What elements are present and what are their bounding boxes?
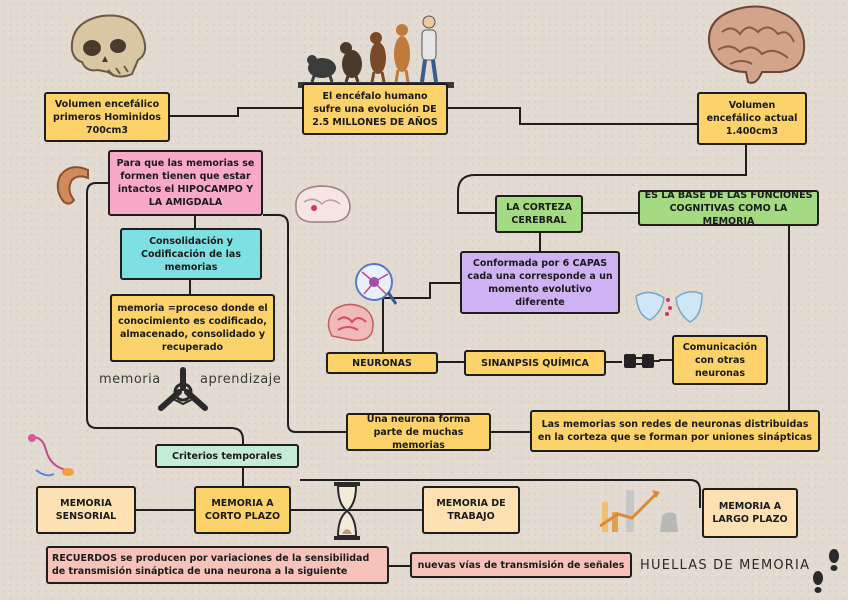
brain-section-icon xyxy=(295,185,351,223)
synapse-icon xyxy=(635,291,703,323)
current-volume-box: Volumen encefálico actual 1.400cm3 xyxy=(697,92,807,145)
communication-box: Comunicación con otras neuronas xyxy=(672,335,768,385)
short-term-memory-box: MEMORIA A CORTO PLAZO xyxy=(194,486,291,534)
hands-icon xyxy=(158,367,208,411)
memory-label: memoria xyxy=(99,372,161,387)
chemical-synapse-box: SINANPSIS QUÍMICA xyxy=(464,350,606,376)
cerebral-cortex-box: LA CORTEZA CEREBRAL xyxy=(495,195,583,233)
neuron-cell-icon xyxy=(355,263,398,305)
plug-icon xyxy=(624,354,660,368)
memory-traces-title: HUELLAS DE MEMORIA xyxy=(640,558,811,573)
footprints-icon xyxy=(813,549,839,593)
brain-icon xyxy=(708,5,806,84)
skull-icon xyxy=(70,14,147,78)
memory-networks-box: Las memorias son redes de neuronas distr… xyxy=(530,410,820,452)
sensory-memory-box: MEMORIA SENSORIAL xyxy=(36,486,136,534)
hourglass-icon xyxy=(334,482,360,540)
evolution-figures-icon xyxy=(298,15,454,88)
hippocampus-icon xyxy=(56,166,89,205)
hominid-volume-box: Volumen encefálico primeros Hominidos 70… xyxy=(44,92,170,142)
new-pathways-box: nuevas vías de transmisión de señales xyxy=(410,552,632,578)
head-brain-icon xyxy=(327,303,374,342)
memory-formation-box: Para que las memorias se formen tienen q… xyxy=(108,150,263,216)
growth-chart-icon xyxy=(599,490,678,532)
neuron-many-memories-box: Una neurona forma parte de muchas memori… xyxy=(346,413,491,451)
memories-origin-box: RECUERDOS se producen por variaciones de… xyxy=(46,546,389,584)
neurons-box: NEURONAS xyxy=(326,352,438,374)
memory-definition-box: memoria =proceso donde el conocimiento e… xyxy=(110,294,275,362)
temporal-criteria-box: Criterios temporales xyxy=(155,444,299,468)
evolution-box: El encéfalo humano sufre una evolución D… xyxy=(302,83,448,135)
cognitive-base-box: ES LA BASE DE LAS FUNCIONES COGNITIVAS C… xyxy=(638,190,819,227)
neuron-signal-icon xyxy=(27,434,74,477)
consolidation-box: Consolidación y Codificación de las memo… xyxy=(120,228,262,280)
learning-label: aprendizaje xyxy=(200,372,282,387)
working-memory-box: MEMORIA DE TRABAJO xyxy=(422,486,520,534)
long-term-memory-box: MEMORIA A LARGO PLAZO xyxy=(702,488,798,538)
six-layers-box: Conformada por 6 CAPAS cada una correspo… xyxy=(460,251,620,314)
